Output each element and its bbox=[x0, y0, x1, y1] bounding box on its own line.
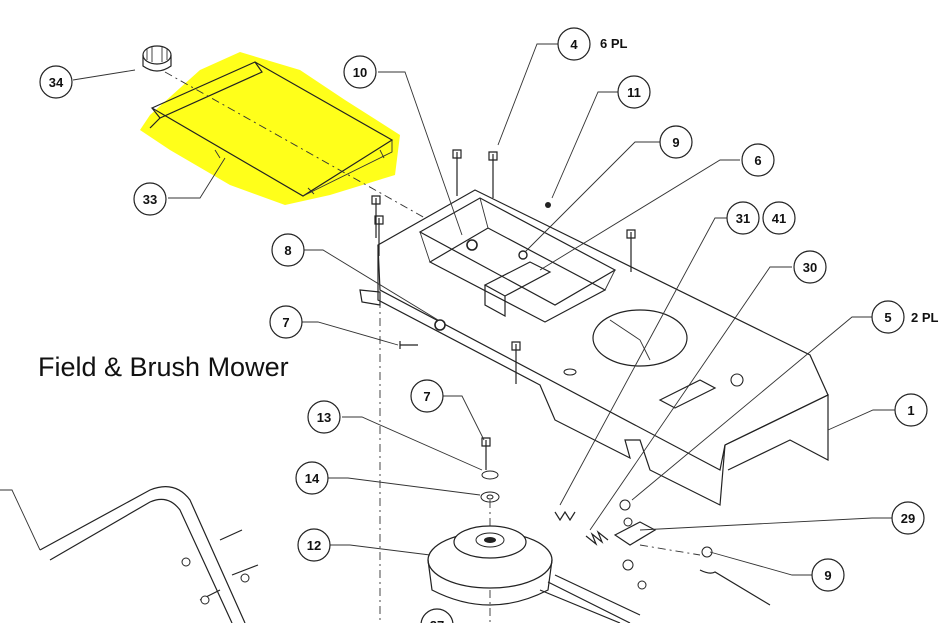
callout-9b: 9 bbox=[811, 558, 845, 592]
svg-text:6 PL: 6 PL bbox=[600, 36, 628, 51]
callout-4: 4 6 PL bbox=[557, 27, 628, 61]
svg-text:5: 5 bbox=[884, 310, 891, 325]
callout-31: 31 bbox=[726, 201, 760, 235]
svg-text:6: 6 bbox=[754, 153, 761, 168]
callout-7b: 7 bbox=[410, 379, 444, 413]
callout-34: 34 bbox=[39, 65, 73, 99]
svg-text:30: 30 bbox=[803, 260, 817, 275]
svg-text:14: 14 bbox=[305, 471, 320, 486]
spring-assembly bbox=[554, 499, 771, 606]
svg-text:27: 27 bbox=[430, 618, 444, 623]
svg-text:12: 12 bbox=[307, 538, 321, 553]
svg-text:41: 41 bbox=[772, 211, 786, 226]
leader-lines bbox=[0, 43, 895, 576]
highlight-part-33 bbox=[140, 52, 400, 205]
svg-text:2 PL: 2 PL bbox=[911, 310, 939, 325]
callout-30: 30 bbox=[793, 250, 827, 284]
callout-13: 13 bbox=[307, 400, 341, 434]
svg-text:33: 33 bbox=[143, 192, 157, 207]
callout-5: 5 2 PL bbox=[871, 300, 939, 334]
svg-text:1: 1 bbox=[907, 403, 914, 418]
callout-27: 27 bbox=[420, 608, 454, 623]
callout-14: 14 bbox=[295, 461, 329, 495]
callout-9a: 9 bbox=[659, 125, 693, 159]
callout-7a: 7 bbox=[269, 305, 303, 339]
callout-6: 6 bbox=[741, 143, 775, 177]
diagram-caption: Field & Brush Mower bbox=[38, 352, 289, 382]
svg-text:9: 9 bbox=[672, 135, 679, 150]
svg-text:11: 11 bbox=[627, 85, 641, 100]
callout-41: 41 bbox=[762, 201, 796, 235]
callout-33: 33 bbox=[133, 182, 167, 216]
svg-text:31: 31 bbox=[736, 211, 750, 226]
bolts bbox=[371, 149, 636, 503]
svg-text:9: 9 bbox=[824, 568, 831, 583]
svg-text:4: 4 bbox=[570, 37, 578, 52]
svg-text:34: 34 bbox=[49, 75, 64, 90]
svg-text:10: 10 bbox=[353, 65, 367, 80]
svg-text:8: 8 bbox=[284, 243, 291, 258]
part-34-knob bbox=[142, 45, 172, 72]
part-12-pulley bbox=[427, 525, 641, 623]
part-33-cover bbox=[149, 61, 426, 219]
part-1-frame bbox=[359, 189, 829, 506]
callout-12: 12 bbox=[297, 528, 331, 562]
callout-29: 29 bbox=[891, 501, 925, 535]
svg-text:29: 29 bbox=[901, 511, 915, 526]
callout-10: 10 bbox=[343, 55, 377, 89]
callout-11: 11 bbox=[617, 75, 651, 109]
svg-text:13: 13 bbox=[317, 410, 331, 425]
callout-1: 1 bbox=[894, 393, 928, 427]
svg-text:7: 7 bbox=[282, 315, 289, 330]
svg-text:7: 7 bbox=[423, 389, 430, 404]
callout-8: 8 bbox=[271, 233, 305, 267]
handle-frame bbox=[39, 486, 259, 623]
